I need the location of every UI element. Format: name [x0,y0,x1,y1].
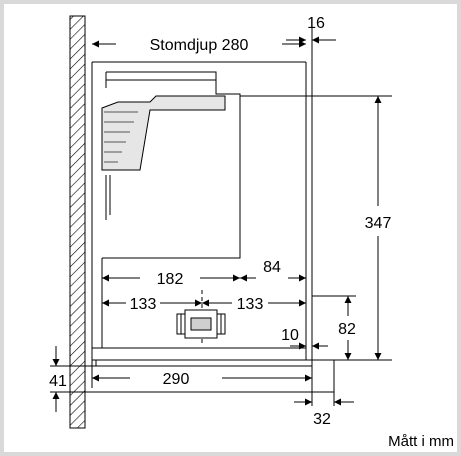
hood-bottom-plate [92,347,313,367]
front-panel [311,359,335,393]
hood-body [101,71,241,348]
dim-41-label: 41 [49,373,67,390]
dim-133-left-label: 133 [130,296,157,313]
dim-32: 32 [294,398,354,428]
dim-133-left: 133 [102,296,202,313]
dim-16: 16 [286,15,336,44]
dim-290-label: 290 [163,371,190,388]
dim-84-label: 84 [263,259,281,276]
dim-290: 290 [92,371,312,388]
units-caption: Mått i mm [388,433,454,450]
dim-182-label: 182 [157,271,184,288]
dim-10-label: 10 [281,327,299,344]
dim-182: 182 [102,271,240,288]
wall-hatched [69,15,86,429]
dim-32-label: 32 [313,411,331,428]
dim-347-label: 347 [365,215,392,232]
cabinet-outline [91,61,313,388]
motor-component [176,290,226,344]
dim-84: 84 [240,259,306,282]
dim-133-right-label: 133 [237,296,264,313]
stomdjup-label: Stomdjup 280 [150,37,249,54]
dim-16-label: 16 [307,15,325,32]
dim-347: 347 [365,96,392,360]
dim-stomdjup: Stomdjup 280 [92,37,306,54]
dim-41: 41 [49,346,67,412]
dim-10: 10 [281,327,328,350]
dim-133-right: 133 [202,296,306,313]
dim-82-label: 82 [338,321,356,338]
dim-82: 82 [338,296,356,360]
